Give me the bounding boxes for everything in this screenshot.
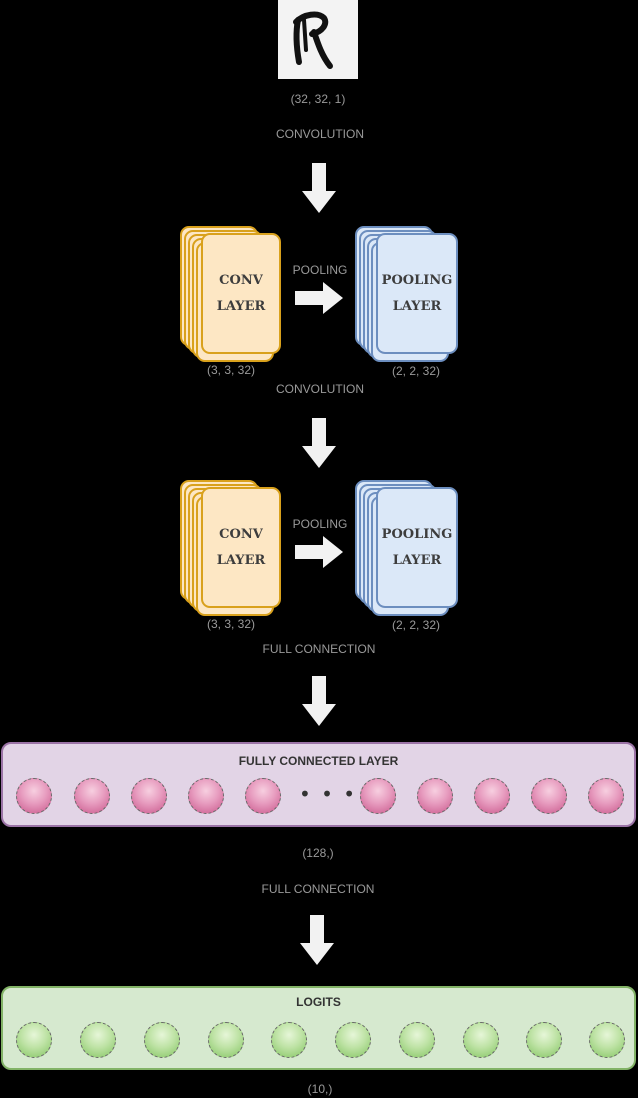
logit-neuron [589, 1022, 625, 1058]
logit-neuron [463, 1022, 499, 1058]
logit-neuron [335, 1022, 371, 1058]
pooling-layer-1-subtitle: LAYER [392, 298, 442, 314]
step-label-full-connection-2: FULL CONNECTION [261, 882, 375, 896]
logit-neuron [271, 1022, 307, 1058]
fc-neuron [360, 778, 396, 814]
input-image [278, 0, 358, 79]
logits-layer-title: LOGITS [296, 995, 341, 1009]
arrow-down-icon [302, 163, 336, 213]
fc-neuron [417, 778, 453, 814]
pooling-layer-2: POOLING LAYER [355, 480, 459, 616]
fc-ellipsis: • • • [299, 782, 358, 806]
logits-shape: (10,) [307, 1082, 333, 1096]
pooling-layer-1: POOLING LAYER [355, 226, 459, 362]
fc-neuron [588, 778, 624, 814]
step-label-full-connection-1: FULL CONNECTION [262, 642, 376, 656]
handwritten-digit-image [293, 11, 333, 69]
conv-layer-1-title: CONV [219, 272, 263, 288]
conv-layer-1: CONV LAYER [180, 226, 282, 362]
pooling-label-2: POOLING [292, 517, 348, 531]
arrow-right-icon [295, 282, 343, 314]
arrow-down-icon [302, 418, 336, 468]
fc-neuron [131, 778, 167, 814]
pooling-layer-2-title: POOLING [381, 526, 453, 542]
input-shape-label: (32, 32, 1) [290, 92, 346, 106]
logit-neuron [208, 1022, 244, 1058]
fc-neuron [474, 778, 510, 814]
fc-neuron [74, 778, 110, 814]
pooling-layer-1-title: POOLING [381, 272, 453, 288]
arrow-down-icon [300, 915, 334, 965]
conv-layer-2-shape: (3, 3, 32) [206, 617, 256, 631]
fc-neuron [245, 778, 281, 814]
pooling-layer-1-shape: (2, 2, 32) [391, 364, 441, 378]
conv-layer-2-subtitle: LAYER [216, 552, 266, 568]
logit-neuron [80, 1022, 116, 1058]
logit-neuron [16, 1022, 52, 1058]
conv-layer-2-title: CONV [219, 526, 263, 542]
fully-connected-layer-title: FULLY CONNECTED LAYER [238, 754, 399, 768]
conv-layer-1-subtitle: LAYER [216, 298, 266, 314]
logit-neuron [399, 1022, 435, 1058]
logit-neuron [144, 1022, 180, 1058]
step-label-convolution-1: CONVOLUTION [275, 127, 364, 141]
arrow-down-icon [302, 676, 336, 726]
conv-layer-2: CONV LAYER [180, 480, 282, 616]
pooling-layer-2-shape: (2, 2, 32) [391, 618, 441, 632]
logit-neuron [526, 1022, 562, 1058]
fully-connected-shape: (128,) [302, 846, 334, 860]
arrow-right-icon [295, 536, 343, 568]
logits-layer: LOGITS [1, 986, 636, 1070]
pooling-label-1: POOLING [292, 263, 348, 277]
conv-layer-1-shape: (3, 3, 32) [206, 363, 256, 377]
pooling-layer-2-subtitle: LAYER [392, 552, 442, 568]
fully-connected-layer: FULLY CONNECTED LAYER • • • [1, 742, 636, 827]
step-label-convolution-2: CONVOLUTION [275, 382, 364, 396]
fc-neuron [16, 778, 52, 814]
fc-neuron [188, 778, 224, 814]
fc-neuron [531, 778, 567, 814]
